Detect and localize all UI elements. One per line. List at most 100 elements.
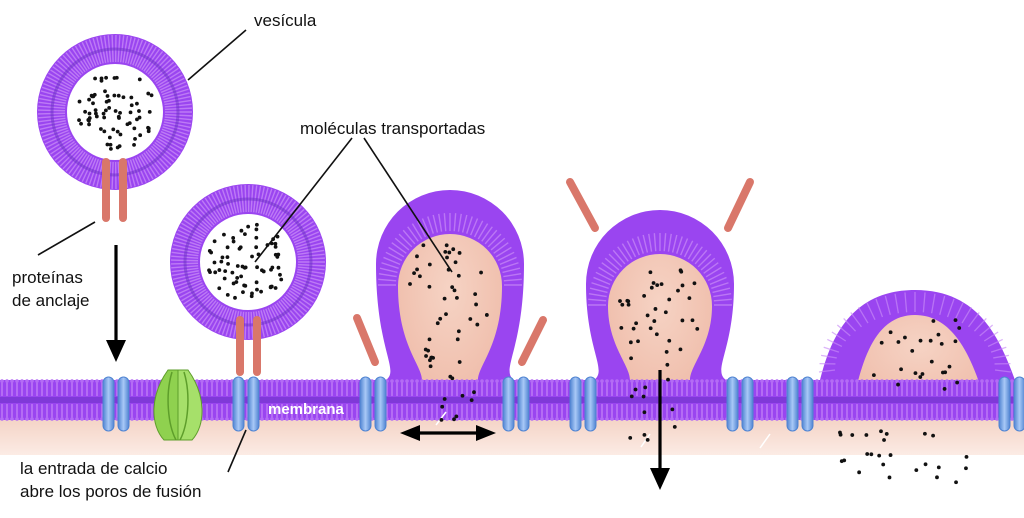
- omega-lipid: [493, 242, 509, 254]
- lipid-head: [865, 379, 869, 383]
- lipid-head: [430, 379, 434, 383]
- molecule: [250, 254, 254, 259]
- molecule: [103, 108, 108, 113]
- omega-lipid: [461, 214, 468, 233]
- lipid-head: [905, 417, 909, 421]
- molecule: [695, 326, 700, 331]
- lipid-head: [770, 417, 774, 421]
- omega-lipid: [383, 256, 401, 265]
- molecule: [125, 122, 130, 127]
- lipid-head: [535, 379, 539, 383]
- omega-lipid: [687, 243, 699, 260]
- decor-tick: [640, 433, 651, 448]
- lipid-head: [920, 417, 924, 421]
- lipid-head: [930, 379, 934, 383]
- lipid-head: [335, 379, 339, 383]
- lipid-head: [950, 417, 954, 421]
- molecule: [865, 452, 870, 456]
- molecule: [457, 360, 462, 364]
- lipid-head: [45, 417, 49, 421]
- molecule: [452, 288, 457, 293]
- omega-lipid: [694, 249, 708, 265]
- omega-lipid: [676, 236, 683, 254]
- lipid-head: [925, 379, 929, 383]
- lipid-head: [290, 379, 294, 383]
- lipid-head: [700, 379, 704, 383]
- lipid-head: [10, 379, 14, 383]
- lipid-head: [325, 417, 329, 421]
- lipid-head: [975, 417, 979, 421]
- snare-protein-icon: [566, 178, 599, 232]
- molecule: [225, 255, 230, 260]
- omega-lipid: [379, 267, 398, 274]
- lipid-head: [900, 417, 904, 421]
- molecule: [147, 109, 152, 114]
- molecule: [128, 110, 133, 115]
- molecule: [484, 313, 489, 317]
- dome-lipid: [858, 306, 869, 324]
- lipid-head: [550, 379, 554, 383]
- molecule: [105, 142, 110, 147]
- molecule: [421, 243, 426, 248]
- lipid-head: [675, 417, 679, 421]
- molecule: [914, 468, 919, 473]
- lipid-head: [465, 417, 469, 421]
- molecule: [628, 340, 633, 345]
- lipid-head: [330, 417, 334, 421]
- molecule: [231, 236, 236, 240]
- molecule: [964, 466, 968, 471]
- lipid-head: [650, 417, 654, 421]
- lipid-head: [940, 379, 944, 383]
- molecule: [935, 475, 939, 480]
- lipid-head: [265, 417, 269, 421]
- lipid-head: [285, 379, 289, 383]
- channel-half: [726, 376, 739, 432]
- molecule: [427, 262, 432, 267]
- lipid-head: [860, 417, 864, 421]
- molecule: [619, 325, 624, 330]
- molecule: [839, 459, 844, 464]
- lipid-head: [90, 417, 94, 421]
- lipid-head: [820, 379, 824, 383]
- molecule: [964, 454, 969, 459]
- lipid-head: [775, 379, 779, 383]
- lipid-head: [530, 417, 534, 421]
- omega-lipid: [631, 238, 640, 256]
- molecule: [448, 374, 453, 379]
- molecule: [882, 438, 886, 442]
- lipid-head: [890, 417, 894, 421]
- molecule: [250, 291, 254, 296]
- molecule: [664, 350, 669, 354]
- vesicles: [37, 34, 326, 340]
- omega-lipid: [595, 271, 613, 282]
- molecule: [634, 321, 639, 326]
- lipid-head: [870, 379, 874, 383]
- transmembrane-channel-icon: [502, 376, 530, 432]
- dome-lipid: [994, 369, 1012, 373]
- lipid-head: [950, 379, 954, 383]
- molecule: [888, 453, 893, 457]
- lipid-head: [75, 417, 79, 421]
- lipid-head: [765, 379, 769, 383]
- molecule: [207, 268, 211, 273]
- molecule: [653, 307, 658, 311]
- calcium-detail: [179, 371, 189, 441]
- omega-lipid: [481, 226, 493, 242]
- lipid-head: [960, 379, 964, 383]
- molecule: [631, 326, 636, 331]
- molecule: [444, 243, 449, 248]
- lipid-head: [80, 379, 84, 383]
- snare-protein-icon: [724, 178, 754, 232]
- molecule: [633, 387, 638, 392]
- lipid-head: [970, 417, 974, 421]
- molecule: [113, 109, 118, 113]
- molecule: [469, 398, 474, 403]
- lipid-head: [415, 379, 419, 383]
- dome-lipid: [993, 354, 1010, 359]
- lipid-head: [560, 417, 564, 421]
- lipid-head: [535, 417, 539, 421]
- molecule: [667, 297, 672, 302]
- lipid-head: [630, 417, 634, 421]
- molecule: [454, 414, 459, 419]
- lipid-head: [755, 417, 759, 421]
